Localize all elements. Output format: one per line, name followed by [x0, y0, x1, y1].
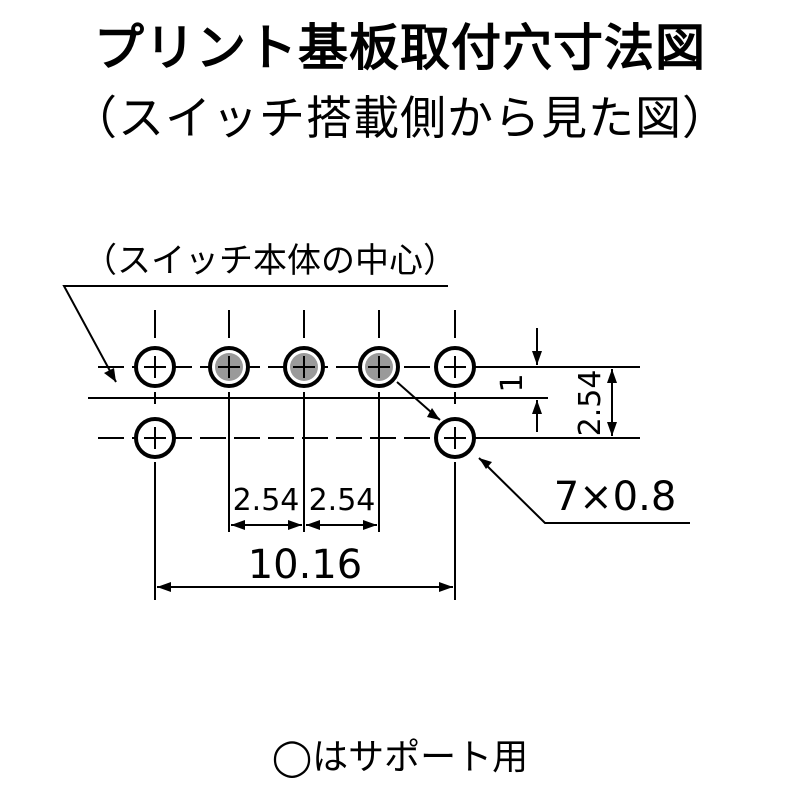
terminal-hole	[358, 346, 400, 388]
diagram-title: プリント基板取付穴寸法図	[94, 19, 706, 77]
hole-spec-label: 7×0.8	[554, 474, 677, 520]
holes-layer	[98, 310, 500, 459]
diagram-subtitle: （スイッチ搭載側から見た図）	[71, 91, 729, 145]
arrow	[439, 582, 453, 592]
total-width-label: 10.16	[248, 542, 363, 588]
pitch-2-label: 2.54	[309, 483, 376, 518]
center-leader-right-arrow	[427, 408, 440, 420]
arrow	[288, 520, 302, 530]
arrow	[532, 400, 542, 414]
vertical-dimensions	[88, 328, 640, 439]
pitch-dimensions	[228, 392, 380, 532]
arrow	[607, 369, 617, 383]
terminal-hole	[283, 346, 325, 388]
hole-spec-leader-line	[478, 457, 690, 524]
hole-spec-leader-arrow	[479, 458, 492, 469]
terminal-hole	[208, 346, 250, 388]
pitch-1-label: 2.54	[233, 483, 300, 518]
support-hole	[434, 346, 476, 388]
support-hole-legend: ◯はサポート用	[271, 737, 529, 778]
vertical-offset-label: 1	[495, 373, 530, 392]
row-pitch-label: 2.54	[573, 370, 608, 437]
center-leader-left	[62, 285, 448, 383]
arrow	[532, 351, 542, 365]
arrow	[231, 520, 245, 530]
arrow	[157, 582, 171, 592]
switch-center-label: （スイッチ本体の中心）	[83, 241, 457, 281]
support-hole	[134, 346, 176, 388]
arrow	[607, 422, 617, 436]
arrow	[306, 520, 320, 530]
support-hole	[134, 417, 176, 459]
support-hole	[434, 417, 476, 459]
center-leader-lines	[62, 285, 448, 421]
center-leader-left-arrow	[104, 368, 116, 382]
arrow	[363, 520, 377, 530]
total-width-dimension	[154, 462, 456, 600]
hole-spec-leader	[478, 457, 690, 524]
